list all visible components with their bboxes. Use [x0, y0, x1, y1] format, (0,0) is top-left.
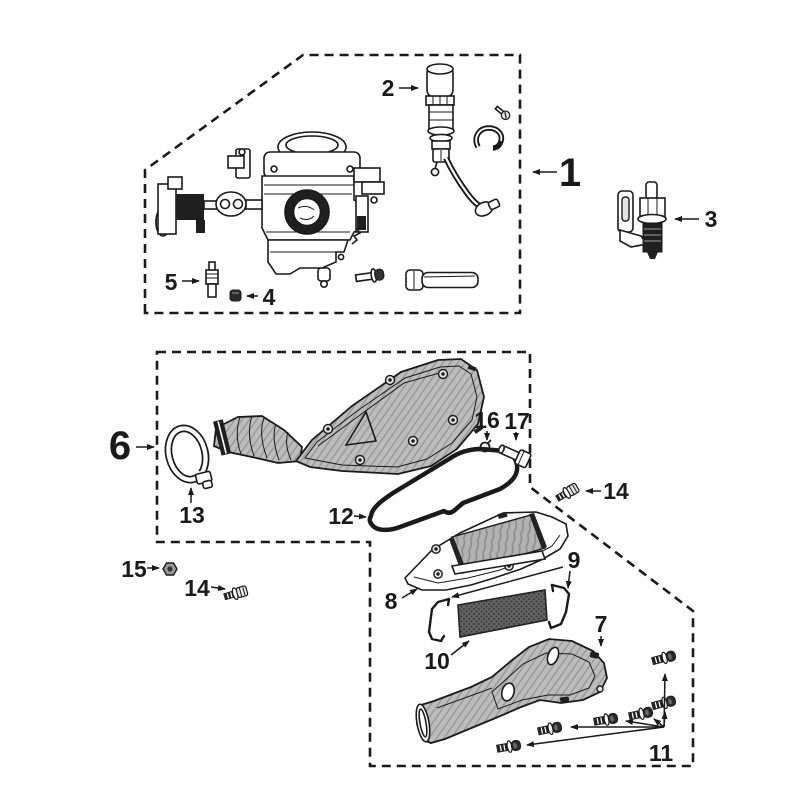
float-pin — [354, 268, 385, 283]
callout-labels: 1 2 3 4 5 6 7 8 9 10 11 12 13 14 14 15 1… — [109, 75, 718, 766]
callout-16: 16 — [474, 407, 500, 433]
jet-nut — [229, 289, 242, 302]
callout-2: 2 — [382, 75, 395, 101]
callout-12: 12 — [328, 503, 354, 529]
callout-10: 10 — [424, 648, 450, 674]
cover-gasket — [367, 446, 520, 533]
choke-screw — [494, 105, 511, 121]
hose-clamp — [164, 424, 219, 491]
retainer-wire-right — [547, 583, 571, 630]
cover-bosses — [322, 368, 459, 466]
callout-13: 13 — [179, 502, 205, 528]
callout-17: 17 — [504, 408, 530, 434]
callout-6: 6 — [109, 424, 131, 468]
callout-7: 7 — [595, 611, 608, 637]
filter-plate — [404, 511, 569, 591]
cable-clip — [473, 125, 505, 151]
flange-nut — [162, 562, 178, 576]
callout-8: 8 — [385, 588, 398, 614]
callout-14: 14 — [603, 478, 629, 504]
carburettor — [155, 131, 385, 288]
retainer-wire-left — [427, 597, 451, 643]
callout-15: 15 — [121, 556, 147, 582]
airbox-lower — [415, 638, 608, 744]
auto-choke — [425, 63, 501, 217]
carburettor-group-outline — [143, 53, 522, 315]
callout-3: 3 — [705, 206, 718, 232]
fuel-hose — [405, 269, 479, 291]
spark-plug — [617, 181, 667, 259]
callout-1: 1 — [559, 151, 581, 195]
callout-11: 11 — [649, 740, 674, 766]
callout-9: 9 — [568, 547, 581, 573]
leader-lines — [136, 85, 699, 748]
callout-4: 4 — [263, 284, 276, 310]
callout-14b: 14 — [184, 575, 210, 601]
callout-5: 5 — [165, 269, 178, 295]
breather-plug — [497, 444, 532, 469]
airbox-cover — [294, 358, 485, 475]
clip — [479, 439, 492, 453]
filter-element — [457, 589, 548, 638]
pilot-jet — [205, 261, 219, 298]
